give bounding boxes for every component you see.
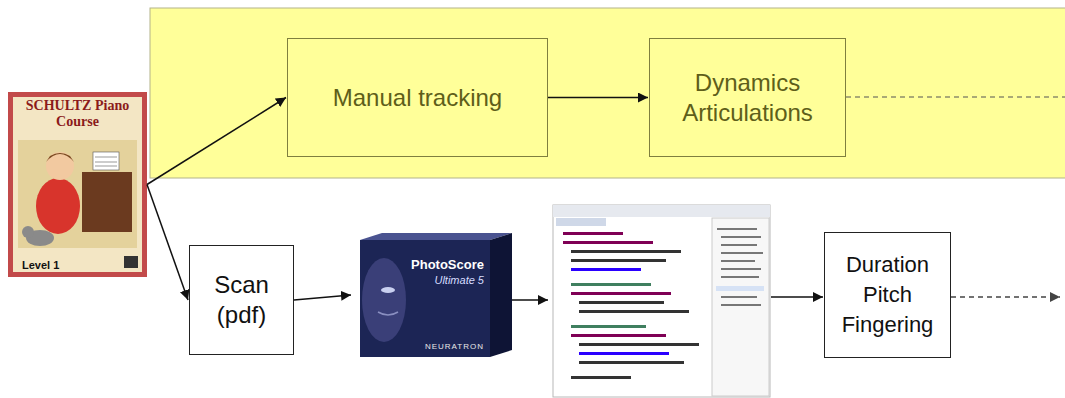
pianist-hair	[46, 153, 74, 162]
box-label: Scan (pdf)	[196, 270, 287, 330]
manual-band	[150, 8, 1065, 178]
tree-line	[721, 260, 755, 262]
product-name: PhotoScore	[411, 257, 484, 273]
sheet-music	[93, 152, 119, 170]
box-side	[490, 233, 512, 357]
software-box: PhotoScoreUltimate 5 NEURATRON	[352, 233, 512, 357]
tree-line	[721, 268, 761, 270]
flow-arrow	[548, 97, 648, 99]
tree-line	[721, 304, 761, 306]
publisher-logo	[124, 256, 138, 268]
book-title: SCHULTZ Piano Course	[26, 98, 130, 130]
code-line	[579, 343, 699, 346]
box-label: Manual tracking	[333, 83, 502, 113]
pianist-head	[46, 152, 74, 180]
tree-line	[721, 296, 757, 298]
tree-line	[721, 276, 759, 278]
process-box: Dynamics Articulations	[649, 38, 846, 157]
book-frame	[8, 92, 147, 277]
box-face	[362, 258, 406, 342]
editor-window	[553, 205, 770, 397]
box-label: Dynamics Articulations	[660, 68, 835, 128]
book-cover-art	[8, 92, 147, 277]
editor-toolbar	[553, 205, 770, 217]
code-line	[571, 292, 671, 295]
code-line	[571, 376, 631, 379]
staff-line	[95, 157, 117, 158]
box-mouth	[378, 312, 398, 315]
continuation-line	[846, 96, 1065, 97]
book-cover: SCHULTZ Piano CourseLevel 1	[8, 92, 147, 277]
tree-line	[721, 252, 763, 254]
piano	[82, 172, 132, 232]
code-line	[571, 325, 646, 328]
staff-line	[95, 162, 117, 163]
process-box: Manual tracking	[287, 38, 548, 157]
process-box: Scan (pdf)	[189, 245, 294, 355]
book-page	[13, 97, 142, 272]
code-line	[571, 268, 641, 271]
cat-head	[22, 226, 34, 238]
code-line	[579, 361, 684, 364]
code-line	[579, 301, 664, 304]
code-line	[579, 310, 689, 313]
code-line	[571, 334, 666, 337]
code-line	[563, 241, 653, 244]
continuation-arrow	[951, 296, 1060, 298]
product-edition: Ultimate 5	[434, 273, 484, 287]
software-box-art	[360, 233, 512, 357]
tree-line	[717, 228, 757, 230]
product-maker: NEURATRON	[425, 342, 484, 352]
tree-line	[721, 244, 757, 246]
box-eye	[381, 287, 395, 293]
process-box: Duration Pitch Fingering	[824, 232, 951, 358]
code-line	[571, 259, 666, 262]
book-level: Level 1	[22, 259, 59, 272]
box-front	[360, 240, 490, 357]
code-line	[571, 283, 651, 286]
flow-arrow	[147, 185, 188, 301]
code-line	[571, 250, 681, 253]
flow-arrow	[147, 98, 286, 185]
flow-arrow	[512, 299, 548, 301]
code-line	[579, 352, 669, 355]
tree-line	[721, 236, 761, 238]
book-picture	[18, 140, 137, 248]
outline-panel	[712, 218, 769, 396]
code-line	[563, 232, 623, 235]
box-top	[360, 233, 512, 240]
editor-tab	[556, 218, 606, 226]
box-label: Duration Pitch Fingering	[831, 250, 944, 340]
pianist-body	[36, 178, 80, 234]
staff-line	[95, 166, 117, 167]
flow-arrow	[294, 295, 351, 300]
tree-selection	[716, 286, 764, 291]
flow-arrow	[771, 296, 823, 298]
code-screenshot	[553, 205, 770, 397]
